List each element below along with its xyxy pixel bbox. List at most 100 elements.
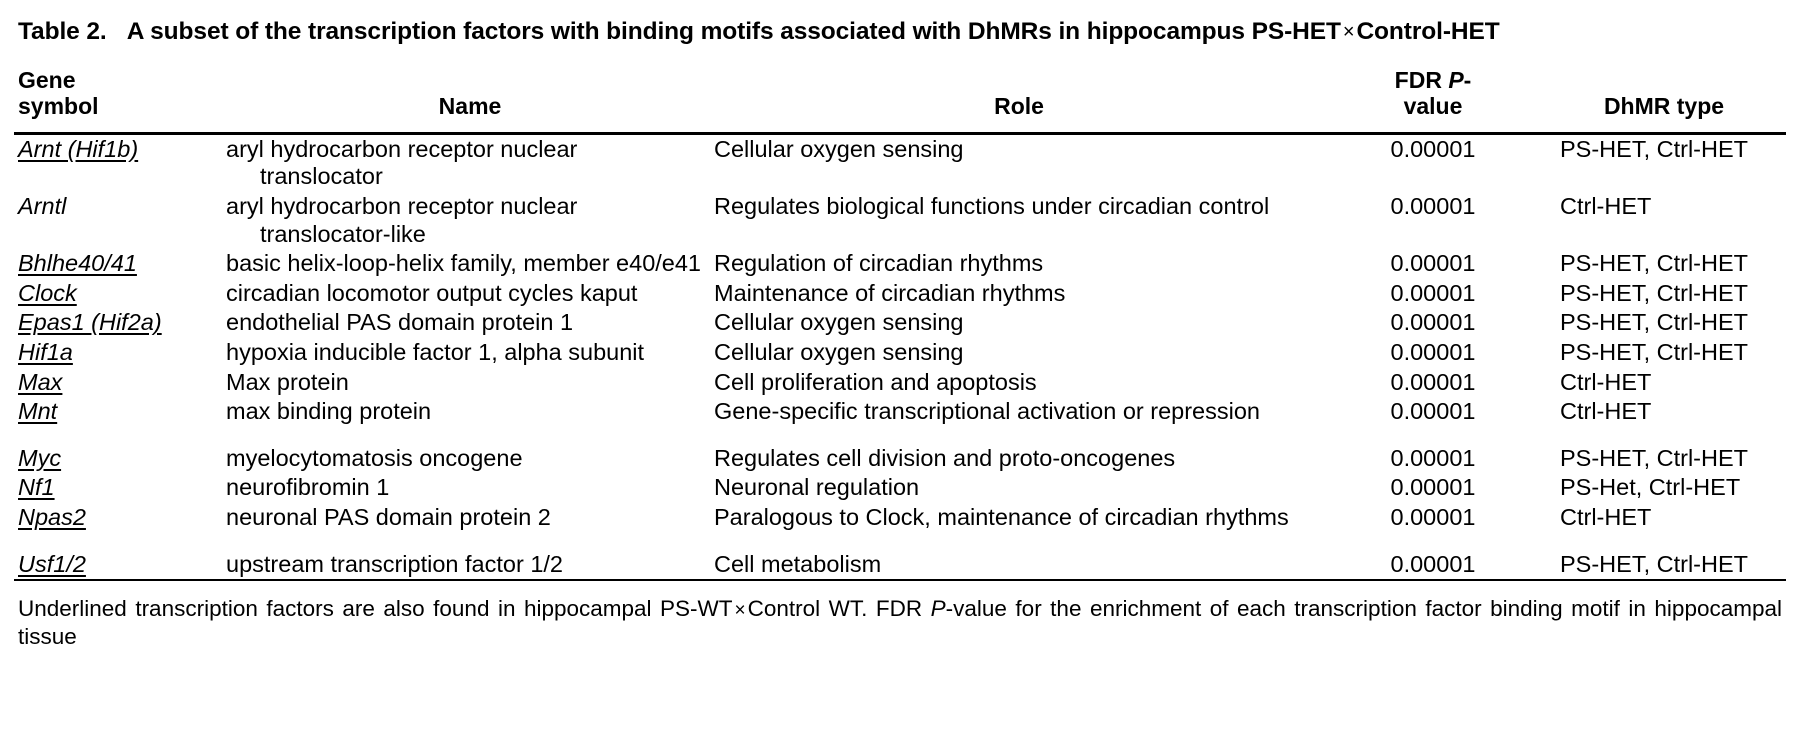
table-caption-label: Table 2. xyxy=(18,18,107,45)
cell-dhmr-type: PS-HET, Ctrl-HET xyxy=(1560,444,1748,471)
column-header-fdr-prefix: FDR xyxy=(1394,67,1449,94)
cell-gene-symbol: Usf1/2 xyxy=(14,550,226,580)
gene-symbol-underlined: Mnt xyxy=(18,398,58,425)
cell-role: Regulation of circadian rhythms xyxy=(714,249,1324,279)
gene-symbol-underlined: Clock xyxy=(18,279,77,306)
role-text: Paralogous to Clock, maintenance of circ… xyxy=(714,503,1289,530)
cell-fdr-pvalue: 0.00001 xyxy=(1390,135,1476,162)
cell-dhmr-type: PS-HET, Ctrl-HET xyxy=(1560,309,1748,336)
cell-dhmr-type: Ctrl-HET xyxy=(1560,503,1652,530)
cell-dhmr-type: PS-HET, Ctrl-HET xyxy=(1560,250,1748,277)
cell-name: neuronal PAS domain protein 2 xyxy=(226,503,714,533)
cell-role: Cell proliferation and apoptosis xyxy=(714,368,1324,398)
cell-fdr-pvalue: 0.00001 xyxy=(1390,503,1476,530)
name-text: basic helix-loop-helix family, member e4… xyxy=(226,250,702,277)
gene-symbol-underlined: Myc xyxy=(18,444,62,471)
cell-role: Cellular oxygen sensing xyxy=(714,135,1324,192)
table-header: Gene symbol Name Role FDR P- value DhMR … xyxy=(14,58,1786,132)
cell-fdr-pvalue: 0.00001 xyxy=(1390,474,1476,501)
cell-name: neurofibromin 1 xyxy=(226,473,714,503)
cell-fdr-pvalue: 0.00001 xyxy=(1390,309,1476,336)
footnote-part1: Underlined transcription factors are als… xyxy=(18,596,733,622)
cell-fdr-pvalue: 0.00001 xyxy=(1390,250,1476,277)
table-row: Hif1a hypoxia inducible factor 1, alpha s… xyxy=(14,338,1786,368)
cell-gene-symbol: Nf1 xyxy=(14,473,226,503)
role-text: Cell metabolism xyxy=(714,550,882,577)
cell-gene-symbol: Arntl xyxy=(14,192,226,249)
cell-dhmr-type: Ctrl-HET xyxy=(1560,192,1652,219)
cell-name: max binding protein xyxy=(226,397,714,427)
name-text: max binding protein xyxy=(226,398,432,425)
column-header-name: Name xyxy=(438,92,502,119)
footnote-part3: -value for the enrichment of each transc… xyxy=(18,596,1783,649)
table-row: Bhlhe40/41 basic helix-loop-helix family,… xyxy=(14,249,1786,279)
column-header-gene-symbol: Gene symbol xyxy=(14,58,226,132)
role-text: Cellular oxygen sensing xyxy=(714,309,964,336)
cell-fdr-pvalue: 0.00001 xyxy=(1390,550,1476,577)
column-header-gene-symbol-line1: Gene xyxy=(18,67,76,94)
cell-gene-symbol: Myc xyxy=(14,444,226,474)
role-text: Regulation of circadian rhythms xyxy=(714,250,1044,277)
header-row: Gene symbol Name Role FDR P- value DhMR … xyxy=(14,58,1786,132)
column-header-fdr-suffix: - xyxy=(1463,67,1472,94)
name-text: neurofibromin 1 xyxy=(226,474,390,501)
row-spacer xyxy=(14,427,1786,444)
cell-dhmr-type: PS-HET, Ctrl-HET xyxy=(1560,550,1748,577)
cell-name: aryl hydrocarbon receptor nuclear transl… xyxy=(226,135,714,192)
cell-role: Regulates biological functions under cir… xyxy=(714,192,1324,249)
name-text: aryl hydrocarbon receptor nuclear transl… xyxy=(226,192,578,247)
cell-name: aryl hydrocarbon receptor nuclear transl… xyxy=(226,192,714,249)
cell-name: hypoxia inducible factor 1, alpha subuni… xyxy=(226,338,714,368)
cell-role: Cellular oxygen sensing xyxy=(714,338,1324,368)
role-text: Neuronal regulation xyxy=(714,474,920,501)
transcription-factor-table-body: Arnt (Hif1b)aryl hydrocarbon receptor nu… xyxy=(14,135,1786,580)
cell-name: Max protein xyxy=(226,368,714,398)
cell-dhmr-type: PS-HET, Ctrl-HET xyxy=(1560,279,1748,306)
gene-symbol-underlined: Bhlhe40/41 xyxy=(18,250,137,277)
role-text: Cell proliferation and apoptosis xyxy=(714,368,1037,395)
cell-dhmr-type: Ctrl-HET xyxy=(1560,398,1652,425)
name-text: neuronal PAS domain protein 2 xyxy=(226,503,551,530)
row-spacer-cell xyxy=(14,533,1786,550)
cell-gene-symbol: Hif1a xyxy=(14,338,226,368)
name-text: Max protein xyxy=(226,368,349,395)
cell-gene-symbol: Clock xyxy=(14,279,226,309)
column-header-fdr-line2: value xyxy=(1403,92,1463,119)
gene-symbol-underlined: Hif1a xyxy=(18,338,73,365)
cell-name: upstream transcription factor 1/2 xyxy=(226,550,714,580)
row-spacer-cell xyxy=(14,427,1786,444)
row-spacer xyxy=(14,533,1786,550)
cell-fdr-pvalue: 0.00001 xyxy=(1390,368,1476,395)
cell-gene-symbol: Mnt xyxy=(14,397,226,427)
cell-role: Neuronal regulation xyxy=(714,473,1324,503)
gene-symbol-underlined: Epas1 (Hif2a) xyxy=(18,309,162,336)
footnote-italic-p: P xyxy=(930,596,946,622)
table-row: Nf1 neurofibromin 1 Neuronal regulation 0.0… xyxy=(14,473,1786,503)
header-bottom-rule xyxy=(14,131,1786,135)
table-caption-text-before: A subset of the transcription factors wi… xyxy=(126,18,1341,45)
table-footnote: Underlined transcription factors are als… xyxy=(14,581,1786,650)
cell-gene-symbol: Max xyxy=(14,368,226,398)
column-header-role: Role xyxy=(994,92,1044,119)
table-bottom-rule xyxy=(14,579,1786,582)
footnote-multiplication-icon: × xyxy=(734,600,746,622)
column-header-fdr-pvalue: FDR P- value xyxy=(1324,58,1542,132)
cell-role: Maintenance of circadian rhythms xyxy=(714,279,1324,309)
gene-symbol-underlined: Nf1 xyxy=(18,474,55,501)
cell-role: Cellular oxygen sensing xyxy=(714,308,1324,338)
table-caption-text-after: Control-HET xyxy=(1356,18,1500,45)
gene-symbol-underlined: Usf1/2 xyxy=(18,550,86,577)
cell-dhmr-type: PS-HET, Ctrl-HET xyxy=(1560,135,1748,162)
transcription-factor-table: Gene symbol Name Role FDR P- value DhMR … xyxy=(14,58,1786,132)
name-text: hypoxia inducible factor 1, alpha subuni… xyxy=(226,338,645,365)
cell-gene-symbol: Epas1 (Hif2a) xyxy=(14,308,226,338)
cell-fdr-pvalue: 0.00001 xyxy=(1390,338,1476,365)
role-text: Maintenance of circadian rhythms xyxy=(714,279,1066,306)
